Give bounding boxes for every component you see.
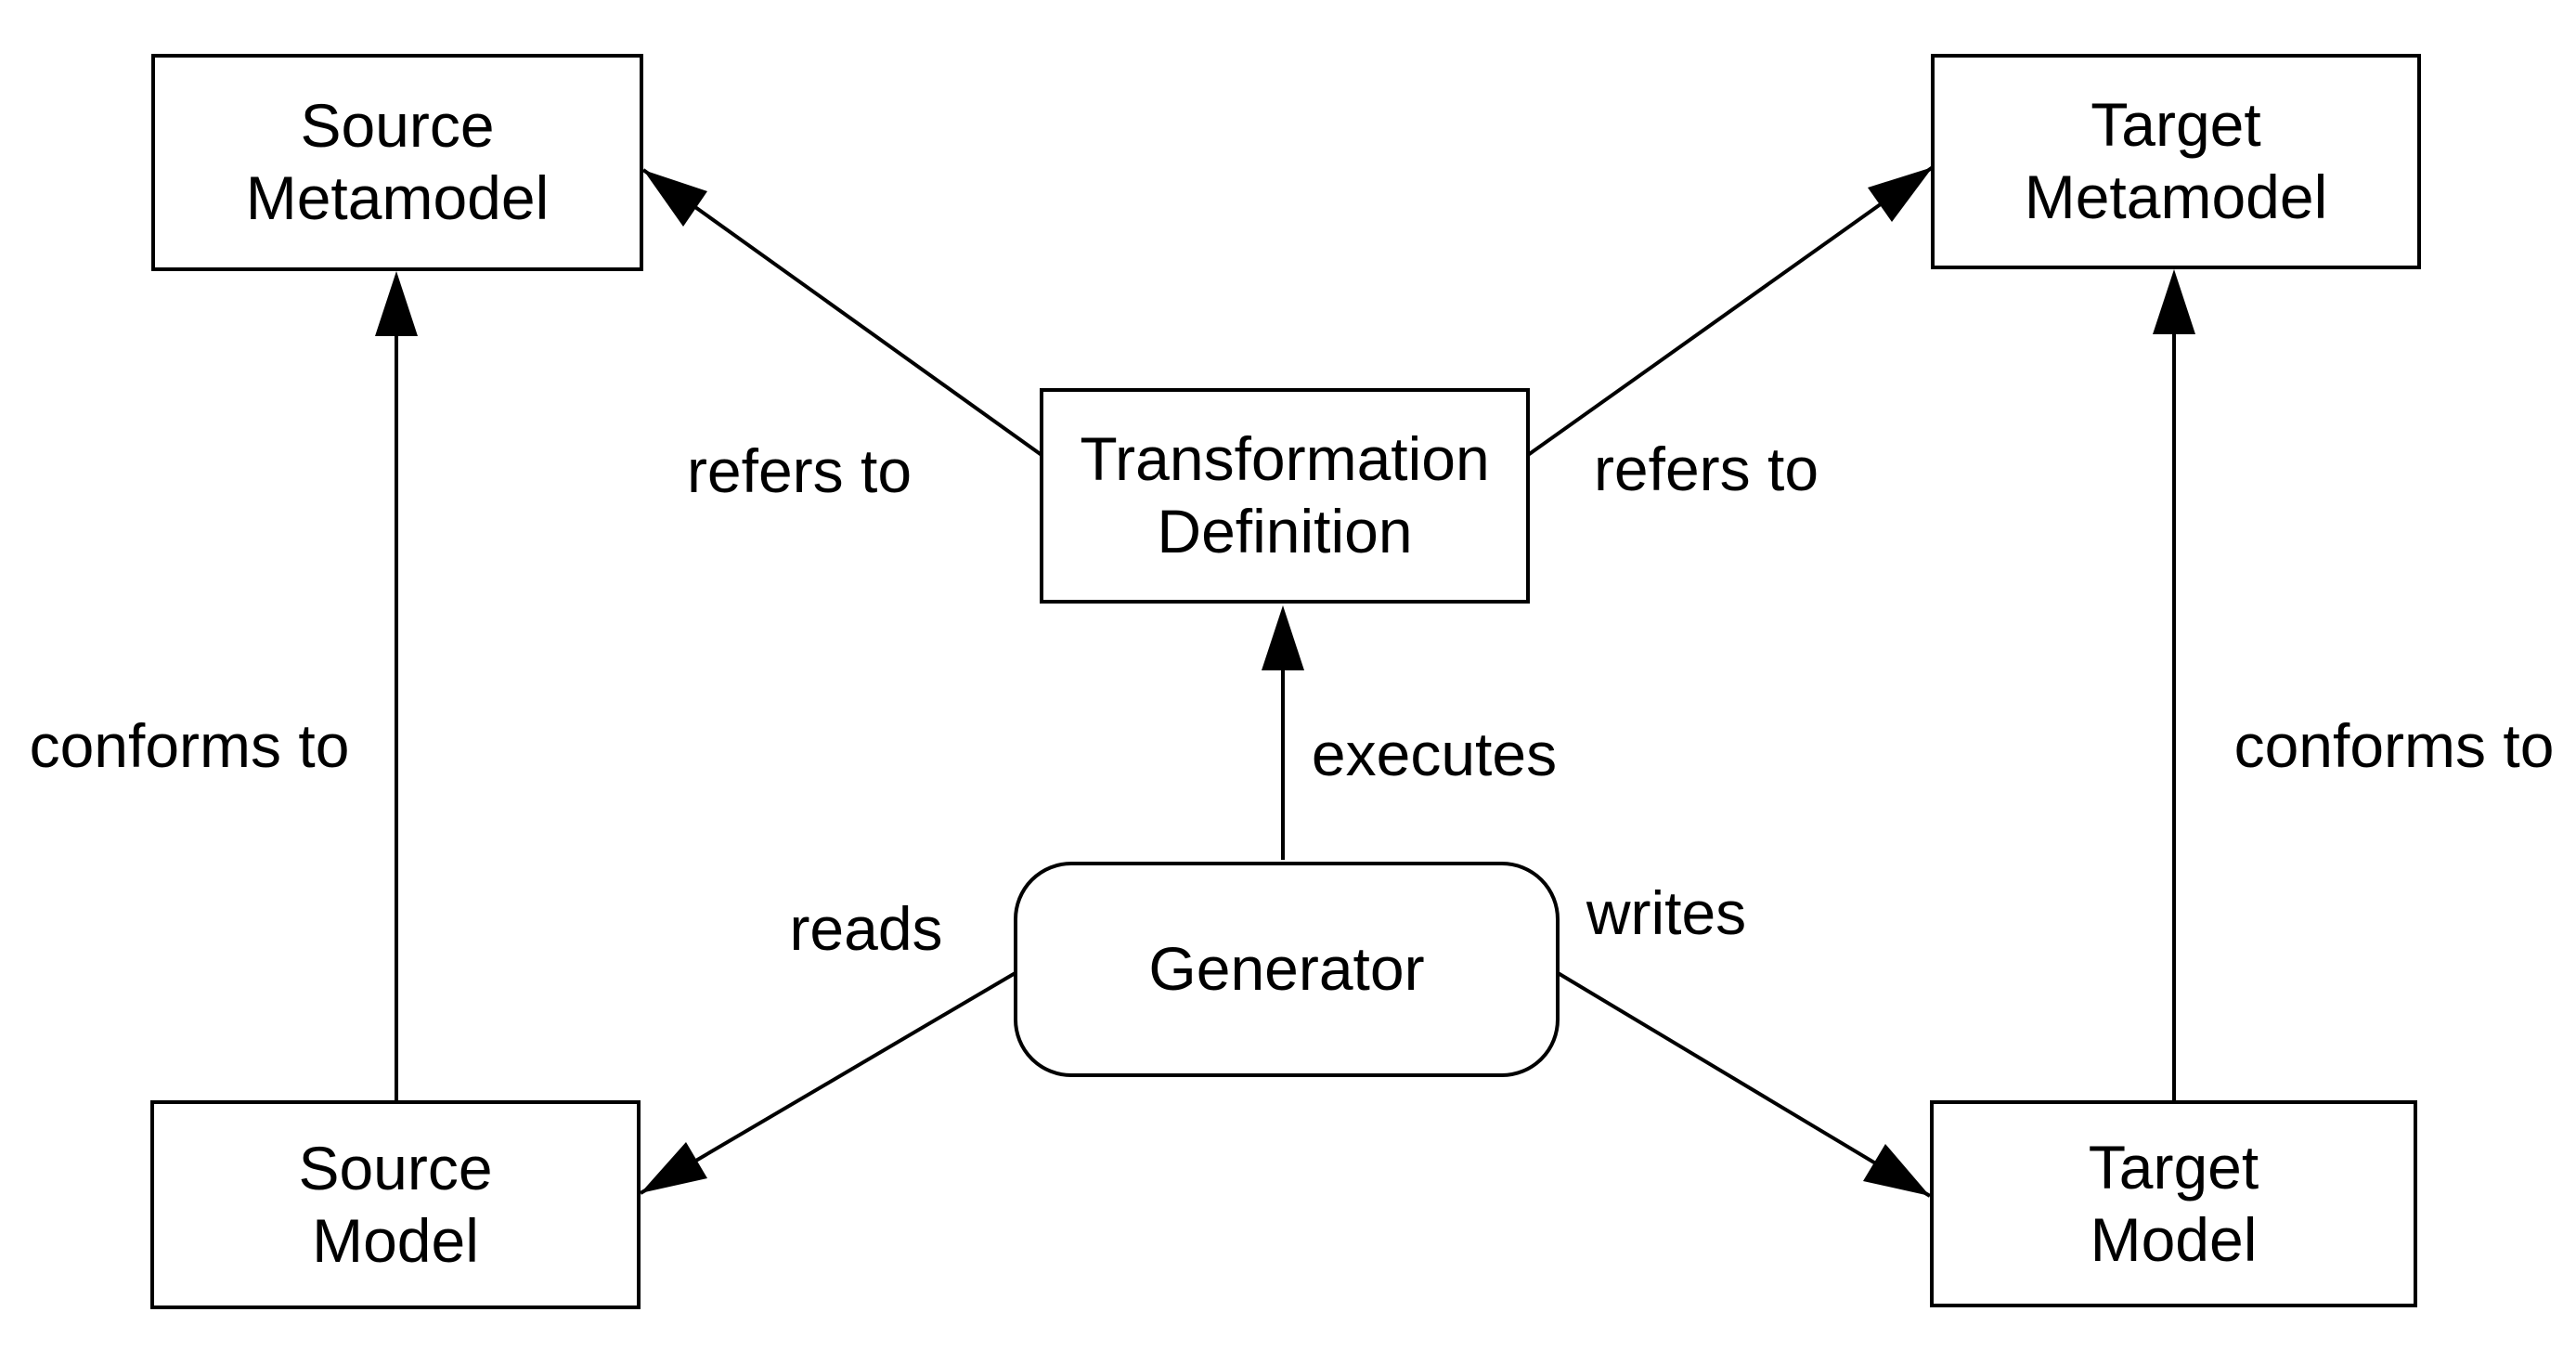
arrowhead-writes: [1863, 1144, 1930, 1196]
node-source-model-label: Source Model: [298, 1133, 493, 1275]
edge-label-conforms-to-right: conforms to: [2233, 711, 2555, 780]
arrowhead-executes: [1262, 605, 1304, 670]
node-source-metamodel-label: Source Metamodel: [245, 91, 550, 232]
edge-label-refers-to-left: refers to: [686, 436, 913, 505]
node-target-model: Target Model: [1930, 1100, 2417, 1307]
node-generator: Generator: [1014, 862, 1560, 1077]
edge-refers-to-left: [641, 168, 1043, 457]
node-target-metamodel: Target Metamodel: [1931, 54, 2421, 269]
edge-label-writes: writes: [1586, 878, 1747, 947]
edge-line-reads: [639, 969, 1020, 1195]
arrowhead-refers-to-left: [643, 170, 707, 227]
edge-refers-to-right: [1526, 165, 1935, 457]
edge-conforms-to-right: [2153, 269, 2195, 1100]
edge-line-writes: [1553, 969, 1932, 1198]
edge-conforms-to-left: [375, 271, 418, 1100]
node-generator-label: Generator: [1148, 934, 1425, 1004]
node-source-metamodel: Source Metamodel: [151, 54, 643, 271]
node-target-metamodel-label: Target Metamodel: [2024, 90, 2328, 231]
arrowhead-reads: [641, 1142, 707, 1193]
arrowhead-conforms-to-right: [2153, 269, 2195, 334]
edge-label-executes: executes: [1311, 720, 1558, 788]
edge-executes: [1262, 605, 1304, 860]
edge-label-conforms-to-left: conforms to: [29, 711, 350, 780]
edge-label-refers-to-right: refers to: [1593, 435, 1819, 503]
node-transformation-definition: Transformation Definition: [1040, 388, 1530, 604]
node-target-model-label: Target Model: [2088, 1132, 2259, 1274]
arrowhead-conforms-to-left: [375, 271, 418, 336]
edge-reads: [639, 969, 1020, 1195]
edge-writes: [1553, 969, 1932, 1198]
edge-line-refers-to-left: [641, 168, 1043, 457]
edge-line-refers-to-right: [1526, 165, 1935, 457]
arrowhead-refers-to-right: [1868, 167, 1933, 222]
edge-label-reads: reads: [789, 894, 943, 963]
node-source-model: Source Model: [150, 1100, 641, 1309]
node-transformation-definition-label: Transformation Definition: [1080, 424, 1490, 565]
